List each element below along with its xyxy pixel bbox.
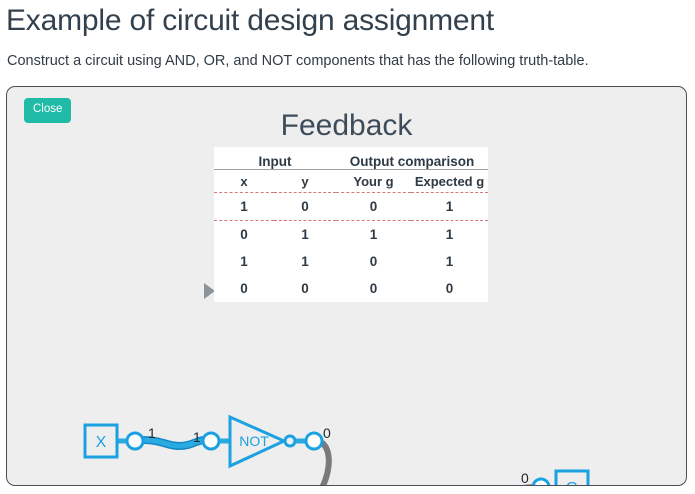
page-title: Example of circuit design assignment xyxy=(6,4,495,37)
output-box-g[interactable] xyxy=(554,469,590,486)
cell-x: 1 xyxy=(240,254,248,269)
cell-expected-g: 0 xyxy=(445,281,454,296)
wire-value-x-out: 1 xyxy=(148,425,156,441)
cell-y: 0 xyxy=(301,281,309,296)
port-not-output[interactable] xyxy=(304,431,324,451)
page-subtitle: Construct a circuit using AND, OR, and N… xyxy=(7,53,589,69)
truth-table-container: Input Output comparison x y Your g Expec… xyxy=(214,147,488,302)
port-x-output[interactable] xyxy=(125,431,145,451)
column-header-expected-g: Expected g xyxy=(411,169,488,193)
wire-not-to-and[interactable] xyxy=(312,438,332,486)
active-row-pointer-icon xyxy=(204,283,215,299)
gate-not[interactable] xyxy=(228,414,288,469)
cell-expected-g: 1 xyxy=(411,192,488,221)
truth-table: Input Output comparison x y Your g Expec… xyxy=(214,147,488,302)
column-header-x: x xyxy=(214,169,274,193)
cell-y: 1 xyxy=(301,227,309,242)
port-g-input[interactable] xyxy=(531,477,551,486)
not-bubble-icon xyxy=(283,434,297,448)
cell-your-g: 0 xyxy=(369,281,378,296)
table-group-header-row: Input Output comparison xyxy=(214,147,488,170)
cell-your-g: 0 xyxy=(336,192,411,221)
wire-x-to-not-outline xyxy=(142,436,206,451)
wire-value-g-in: 0 xyxy=(521,470,529,486)
table-row: 1 1 0 1 xyxy=(214,248,488,275)
cell-your-g: 1 xyxy=(369,227,378,242)
port-not-input[interactable] xyxy=(201,431,221,451)
input-box-x[interactable] xyxy=(83,423,119,459)
table-column-header-row: x y Your g Expected g xyxy=(214,169,488,193)
column-header-y: y xyxy=(274,169,336,193)
input-label-x: X xyxy=(96,434,107,451)
cell-expected-g: 1 xyxy=(445,254,454,269)
group-header-input: Input xyxy=(214,147,336,170)
output-label-g: G xyxy=(566,480,578,486)
wire-value-not-out: 0 xyxy=(323,425,331,441)
table-row: 0 1 1 1 xyxy=(214,221,488,249)
close-button[interactable]: Close xyxy=(24,98,72,123)
column-header-your-g: Your g xyxy=(336,169,411,193)
gate-label-not: NOT xyxy=(239,433,269,449)
feedback-panel: Close Feedback Input Output comparison x… xyxy=(6,86,687,486)
cell-y: 0 xyxy=(274,192,336,221)
wire-x-to-not[interactable] xyxy=(142,437,206,449)
cell-your-g: 0 xyxy=(369,254,378,269)
cell-x: 1 xyxy=(214,192,274,221)
group-header-output-comparison: Output comparison xyxy=(336,147,488,170)
table-row: 0 0 0 0 xyxy=(214,275,488,302)
cell-x: 0 xyxy=(240,281,248,296)
wire-value-not-in: 1 xyxy=(193,429,201,445)
cell-x: 0 xyxy=(240,227,248,242)
cell-expected-g: 1 xyxy=(445,227,454,242)
feedback-heading: Feedback xyxy=(280,109,413,142)
cell-y: 1 xyxy=(301,254,309,269)
